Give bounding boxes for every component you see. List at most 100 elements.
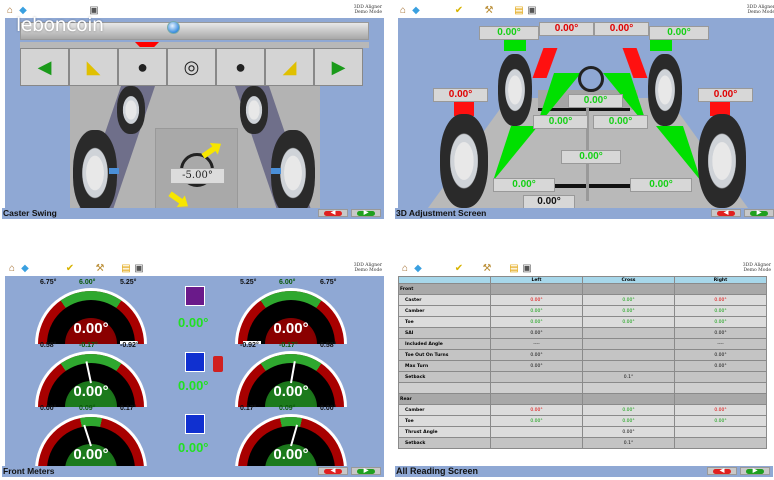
front-left-wheel-icon: [117, 86, 145, 134]
row-label: Rear: [398, 393, 491, 405]
thrust-value: 0.00°: [561, 150, 621, 164]
cell-left: [490, 426, 583, 438]
level-bar: [20, 22, 369, 40]
camera-icon[interactable]: ▣: [134, 263, 144, 274]
row-label: Caster: [398, 294, 491, 306]
back-button[interactable]: ◀: [318, 467, 348, 475]
table-row: [398, 382, 767, 394]
column-header: [398, 276, 491, 284]
gauge-value: 0.00°: [273, 383, 309, 400]
home-icon[interactable]: ⌂: [399, 5, 407, 16]
screen-title: 3D Adjustment Screen: [396, 208, 487, 218]
right-wheel-step-button[interactable]: ●: [216, 48, 265, 86]
cell-right: [674, 382, 767, 394]
toe-icon: [185, 414, 205, 434]
measure-icon[interactable]: ✔: [454, 5, 464, 16]
next-button[interactable]: ▶: [740, 467, 770, 475]
camera-icon[interactable]: ▣: [527, 5, 537, 16]
row-label: Camber: [398, 305, 491, 317]
cell-cross: [582, 382, 675, 394]
caster-icon: [185, 286, 205, 306]
vehicle-select-icon[interactable]: ◆: [19, 5, 27, 16]
next-button[interactable]: ▶: [351, 209, 381, 217]
camber-icon: [185, 352, 205, 372]
cell-cross: [582, 349, 675, 361]
step-buttons: ◀ ◣ ● ◎ ● ◢ ▶: [20, 48, 363, 86]
caster-left-step-button[interactable]: ◣: [69, 48, 118, 86]
home-icon[interactable]: ⌂: [8, 263, 16, 274]
caster-right-step-button[interactable]: ◢: [265, 48, 314, 86]
caster-left-indicator: [532, 48, 558, 78]
cell-cross: [582, 393, 675, 405]
row-label: Toe: [398, 415, 491, 427]
back-button[interactable]: ◀: [318, 209, 348, 217]
cell-right: 0.00°: [674, 316, 767, 328]
cell-left: 0.00°: [490, 349, 583, 361]
gauge-camber-left: 0.00°: [35, 351, 147, 407]
camera-icon[interactable]: ▣: [89, 5, 99, 16]
row-label: [398, 382, 491, 394]
cell-right: 0.00°: [674, 327, 767, 339]
measure-icon[interactable]: ✔: [454, 263, 464, 274]
cell-cross: 0.1°: [582, 371, 675, 383]
gauge-toe-right: 0.00°: [235, 414, 347, 466]
front-right-toe-value: 0.00°: [593, 115, 648, 129]
gauge-center-limit-label: -0.17°: [279, 342, 298, 349]
gauge-right-limit-label: -0.92°: [120, 342, 139, 349]
rear-camber-left-indicator: [454, 102, 474, 116]
camera-icon[interactable]: ▣: [522, 263, 532, 274]
steering-wheel-icon: [578, 66, 604, 92]
report-icon[interactable]: ▤: [509, 263, 519, 274]
next-button[interactable]: ▶: [351, 467, 381, 475]
gauge-center-limit-label: 0.09°: [79, 405, 96, 412]
watermark-logo: leboncoin: [16, 14, 104, 36]
home-icon[interactable]: ⌂: [401, 263, 409, 274]
gauge-value: 0.00°: [73, 320, 109, 337]
arrow-left-icon: ◀: [723, 209, 729, 216]
cell-left: [490, 371, 583, 383]
back-button[interactable]: ◀: [711, 209, 741, 217]
report-icon[interactable]: ▤: [121, 263, 131, 274]
left-wheel-step-button[interactable]: ●: [118, 48, 167, 86]
turn-right-step-button[interactable]: ▶: [314, 48, 363, 86]
setback-value: 0.00°: [523, 195, 575, 208]
active-step-marker: [135, 42, 159, 47]
cell-cross: 0.00°: [582, 316, 675, 328]
column-header-cross: Cross: [582, 276, 675, 284]
vehicle-select-icon[interactable]: ◆: [414, 263, 422, 274]
report-icon[interactable]: ▤: [514, 5, 524, 16]
measure-icon[interactable]: ✔: [65, 263, 75, 274]
steering-value: 0.00°: [568, 94, 623, 108]
row-label: Camber: [398, 404, 491, 416]
cell-right: 0.00°: [674, 360, 767, 372]
caster-screen: ◀ ◣ ● ◎ ● ◢ ▶ -5.00°: [5, 18, 384, 208]
adjust-icon[interactable]: ⚒: [482, 263, 492, 274]
adjust-icon[interactable]: ⚒: [484, 5, 494, 16]
gauge-left-limit-label: -0.92°: [240, 342, 259, 349]
vehicle-select-icon[interactable]: ◆: [21, 263, 29, 274]
turn-left-step-button[interactable]: ◀: [20, 48, 69, 86]
table-row: Rear: [398, 393, 767, 405]
steering-center-step-button[interactable]: ◎: [167, 48, 216, 86]
gauge-right-limit-label: 6.75°: [320, 279, 337, 286]
back-button[interactable]: ◀: [707, 467, 737, 475]
row-label: Toe Out On Turns: [398, 349, 491, 361]
next-button[interactable]: ▶: [744, 209, 774, 217]
adjust-icon[interactable]: ⚒: [95, 263, 105, 274]
vehicle-select-icon[interactable]: ◆: [412, 5, 420, 16]
cell-left: [490, 382, 583, 394]
home-icon[interactable]: ⌂: [6, 5, 14, 16]
